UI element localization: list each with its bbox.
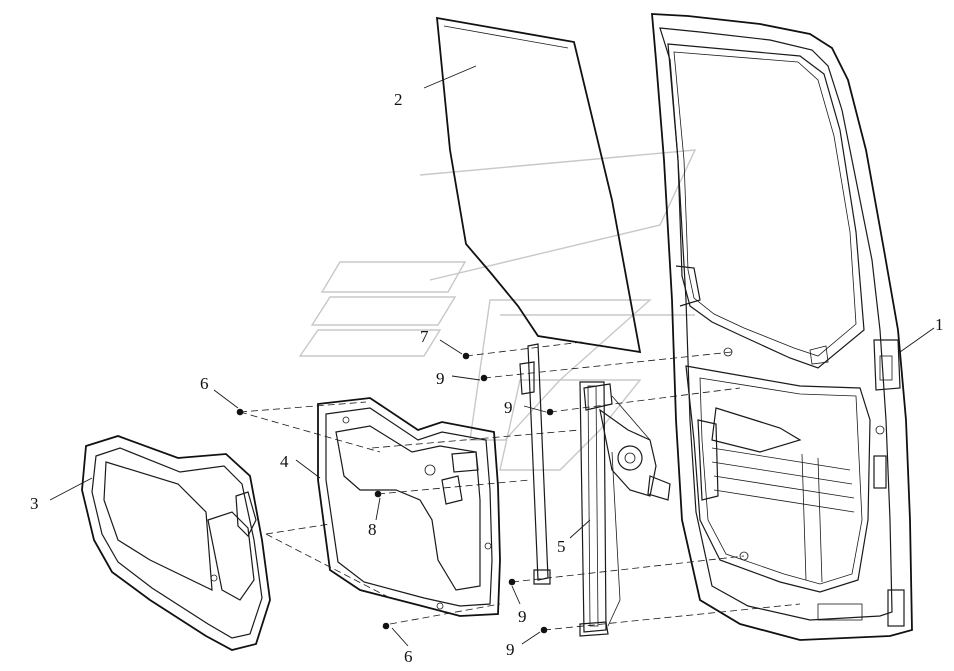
watermark-logo: [298, 149, 697, 471]
callout-bolt-9-b: 9: [504, 398, 513, 417]
callout-bolt-7: 7: [420, 327, 429, 346]
callout-door-frame: 1: [935, 315, 944, 334]
door-trim-panel: [81, 435, 271, 651]
callout-window-glass: 2: [394, 90, 403, 109]
inner-panel: [317, 397, 501, 617]
callout-inner-panel: 4: [280, 452, 289, 471]
window-glass: [435, 16, 642, 354]
callout-labels: 1 2 3 4 5 6 6 7 8 9 9 9 9: [30, 90, 944, 666]
callout-window-regulator: 5: [557, 537, 566, 556]
callout-bolt-9-c: 9: [518, 607, 527, 626]
assembly-lines: [239, 341, 801, 631]
window-regulator: [579, 381, 671, 637]
leader-lines: [49, 65, 935, 647]
callout-bolt-9-a: 9: [436, 369, 445, 388]
callout-clip-lower: 6: [404, 647, 413, 666]
door-frame: [651, 13, 913, 641]
fasteners: [236, 352, 554, 634]
callout-bolt-9-d: 9: [506, 640, 515, 659]
callout-clip-upper: 6: [200, 374, 209, 393]
callout-fastener-8: 8: [368, 520, 377, 539]
callout-door-trim-panel: 3: [30, 494, 39, 513]
